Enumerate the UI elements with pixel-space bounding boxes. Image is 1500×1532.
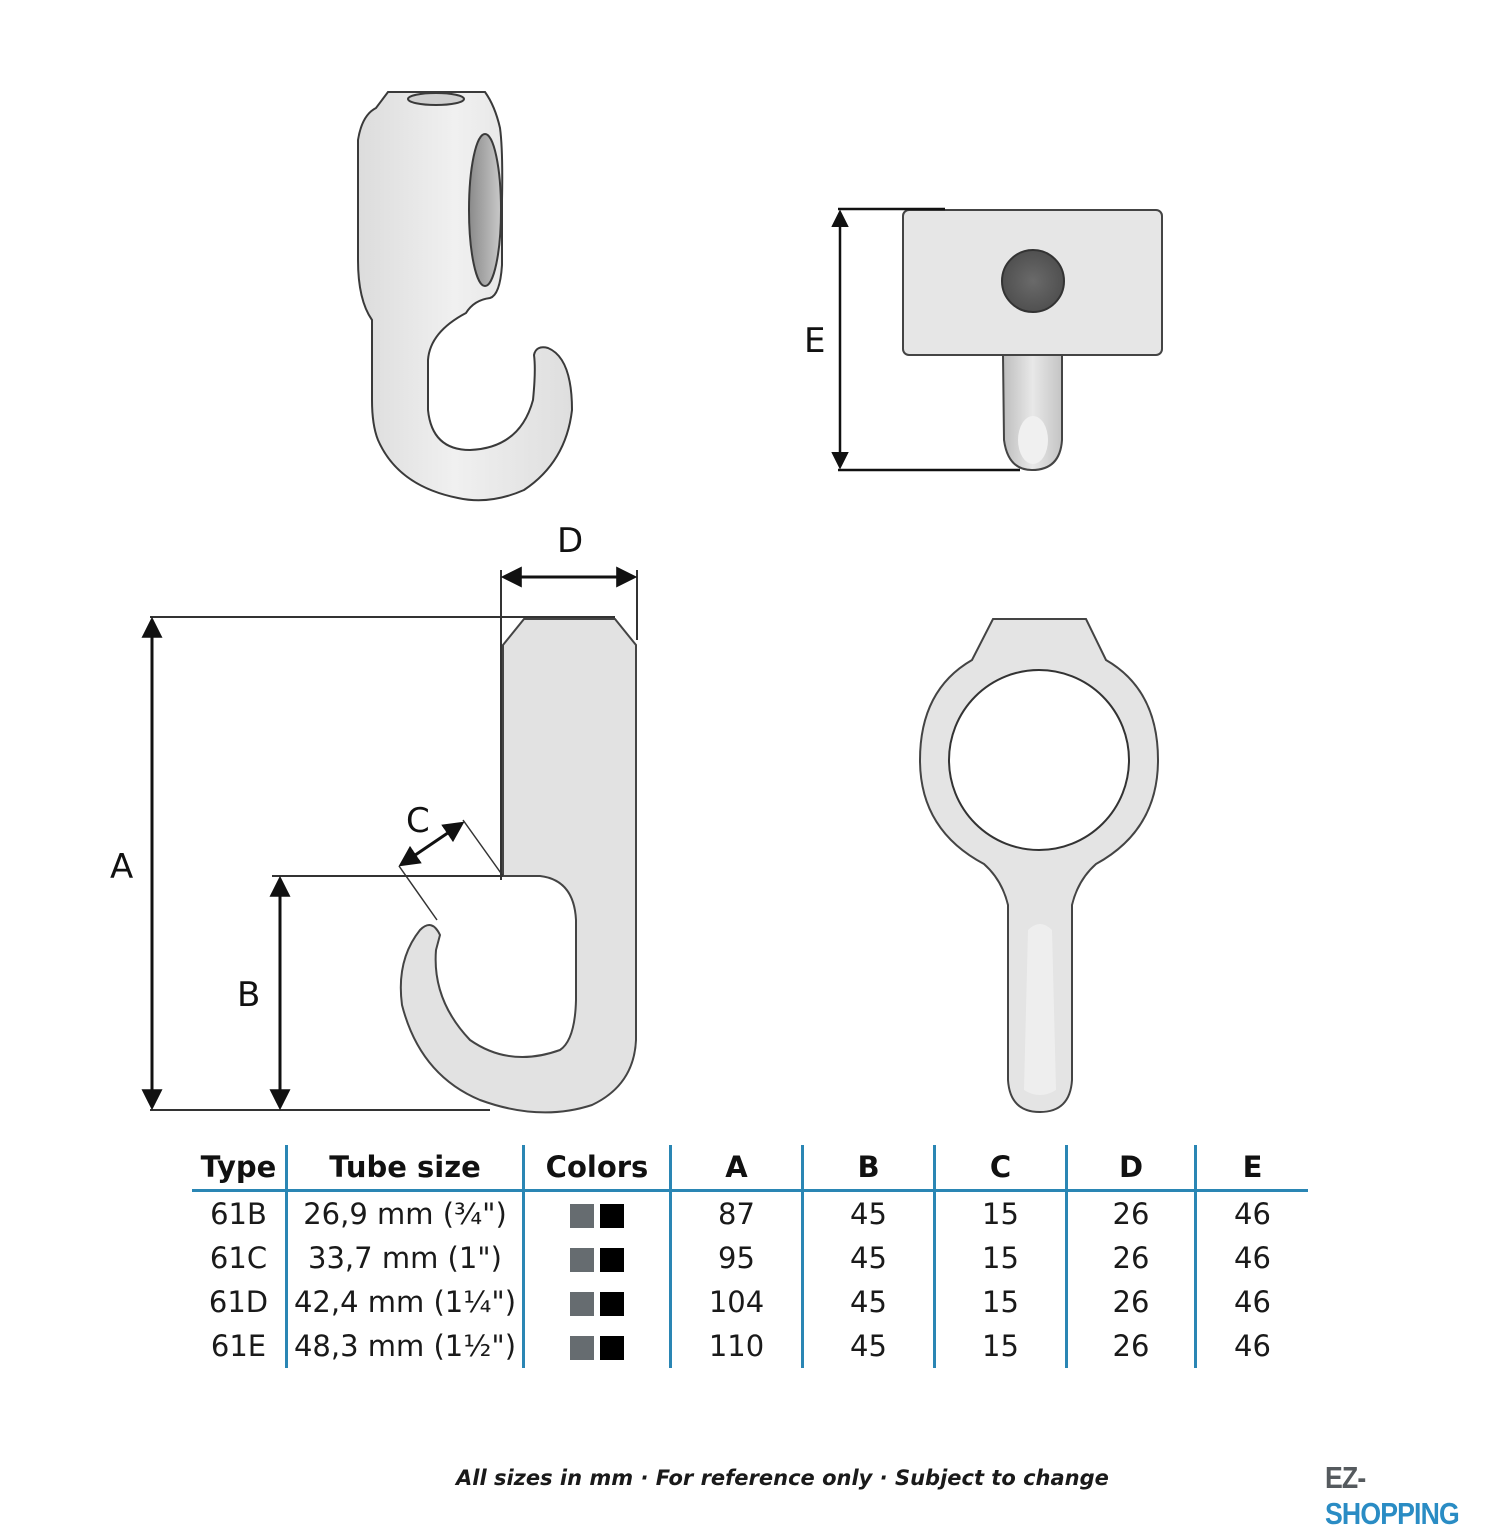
col-header-type: Type <box>192 1145 288 1191</box>
technical-drawing <box>141 91 1163 1114</box>
col-header-tube-size: Tube size <box>286 1145 525 1191</box>
table-row: 61D 42,4 mm (1¼") 104 45 15 26 46 <box>192 1280 1308 1324</box>
table-header-row: Type Tube size Colors A B C D E <box>192 1145 1308 1191</box>
dimension-e <box>831 207 1020 472</box>
cell-colors <box>523 1190 672 1236</box>
color-swatch-black <box>600 1336 624 1360</box>
cell-b: 45 <box>802 1324 936 1368</box>
cell-c: 15 <box>934 1280 1068 1324</box>
brand-logo: EZ-SHOPPING <box>1325 1460 1476 1532</box>
cell-tube-size: 48,3 mm (1½") <box>286 1324 525 1368</box>
table-row: 61C 33,7 mm (1") 95 45 15 26 46 <box>192 1236 1308 1280</box>
cell-a: 95 <box>670 1236 804 1280</box>
side-view <box>399 618 637 1114</box>
cell-colors <box>523 1280 672 1324</box>
cell-b: 45 <box>802 1190 936 1236</box>
cell-type: 61C <box>192 1236 288 1280</box>
top-view <box>902 209 1163 472</box>
cell-e: 46 <box>1234 1197 1271 1231</box>
cell-d: 26 <box>1066 1236 1197 1280</box>
cell-a: 110 <box>670 1324 804 1368</box>
cell-type: 61D <box>192 1280 288 1324</box>
color-swatch-black <box>600 1204 624 1228</box>
label-b: B <box>237 975 261 1015</box>
perspective-view <box>357 91 574 502</box>
spec-table: Type Tube size Colors A B C D E 61B 26,9… <box>192 1145 1308 1368</box>
cell-c: 15 <box>934 1190 1068 1236</box>
cell-e: 46 <box>1234 1329 1271 1363</box>
cell-b: 45 <box>802 1236 936 1280</box>
cell-d: 26 <box>1066 1190 1197 1236</box>
label-e: E <box>804 321 826 361</box>
color-swatch-black <box>600 1248 624 1272</box>
col-header-b: B <box>802 1145 936 1191</box>
footer-disclaimer: All sizes in mm · For reference only · S… <box>456 1466 1109 1490</box>
cell-b: 45 <box>802 1280 936 1324</box>
cell-type: 61B <box>192 1190 288 1236</box>
cell-c: 15 <box>934 1324 1068 1368</box>
cell-a: 104 <box>670 1280 804 1324</box>
col-header-a: A <box>670 1145 804 1191</box>
color-swatch-grey <box>570 1204 594 1228</box>
col-header-d: D <box>1066 1145 1197 1191</box>
dimension-lines <box>141 566 638 1111</box>
label-c: C <box>406 801 430 841</box>
label-d: D <box>557 521 584 561</box>
table-row: 61B 26,9 mm (¾") 87 45 15 26 46 <box>192 1190 1308 1236</box>
cell-a: 87 <box>670 1190 804 1236</box>
color-swatch-grey <box>570 1336 594 1360</box>
cell-colors <box>523 1236 672 1280</box>
cell-tube-size: 33,7 mm (1") <box>286 1236 525 1280</box>
brand-logo-part2: SHOPPING <box>1325 1496 1460 1531</box>
cell-type: 61E <box>192 1324 288 1368</box>
color-swatch-black <box>600 1292 624 1316</box>
col-header-colors: Colors <box>523 1145 672 1191</box>
front-view <box>918 618 1160 1114</box>
cell-tube-size: 42,4 mm (1¼") <box>286 1280 525 1324</box>
cell-e: 46 <box>1234 1285 1271 1319</box>
col-header-e: E <box>1242 1150 1263 1184</box>
cell-c: 15 <box>934 1236 1068 1280</box>
table-row: 61E 48,3 mm (1½") 110 45 15 26 46 <box>192 1324 1308 1368</box>
label-a: A <box>110 847 134 887</box>
cell-colors <box>523 1324 672 1368</box>
cell-tube-size: 26,9 mm (¾") <box>286 1190 525 1236</box>
color-swatch-grey <box>570 1248 594 1272</box>
color-swatch-grey <box>570 1292 594 1316</box>
col-header-c: C <box>934 1145 1068 1191</box>
cell-d: 26 <box>1066 1324 1197 1368</box>
cell-e: 46 <box>1234 1241 1271 1275</box>
brand-logo-part1: EZ- <box>1325 1460 1366 1495</box>
cell-d: 26 <box>1066 1280 1197 1324</box>
